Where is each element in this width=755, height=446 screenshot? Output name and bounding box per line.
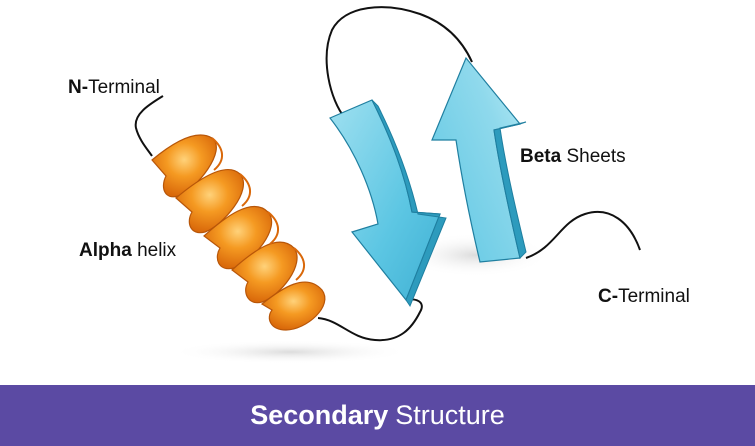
c-terminal-label-text: Terminal	[618, 286, 690, 307]
helix-to-beta-loop	[317, 298, 423, 342]
n-terminal-chain	[134, 95, 164, 157]
alpha-helix-label: Alpha helix	[79, 241, 176, 260]
beta-hairpin-loop	[325, 6, 473, 119]
alpha-helix-label-text: helix	[137, 240, 177, 261]
beta-sheets-label: Beta Sheets	[520, 147, 626, 166]
footer-title-bold: Secondary	[250, 400, 389, 430]
alpha-helix-label-bold: Alpha	[79, 240, 132, 261]
beta-strand-down-arrow	[329, 99, 447, 308]
c-terminal-label: C-Terminal	[598, 287, 690, 306]
helix-shadow	[170, 340, 410, 364]
c-terminal-chain	[525, 210, 641, 259]
beta-sheets-label-text: Sheets	[566, 146, 626, 167]
alpha-helix-ribbon	[151, 134, 326, 331]
beta-sheets-label-bold: Beta	[520, 146, 562, 167]
footer-title-text: Structure	[395, 400, 505, 430]
beta-strand-up-arrow	[431, 56, 527, 263]
n-terminal-label: N-Terminal	[68, 78, 160, 97]
n-terminal-label-bold: N-	[68, 77, 89, 98]
n-terminal-label-text: Terminal	[88, 77, 160, 98]
protein-diagram	[134, 6, 641, 364]
c-terminal-label-bold: C-	[598, 286, 619, 307]
